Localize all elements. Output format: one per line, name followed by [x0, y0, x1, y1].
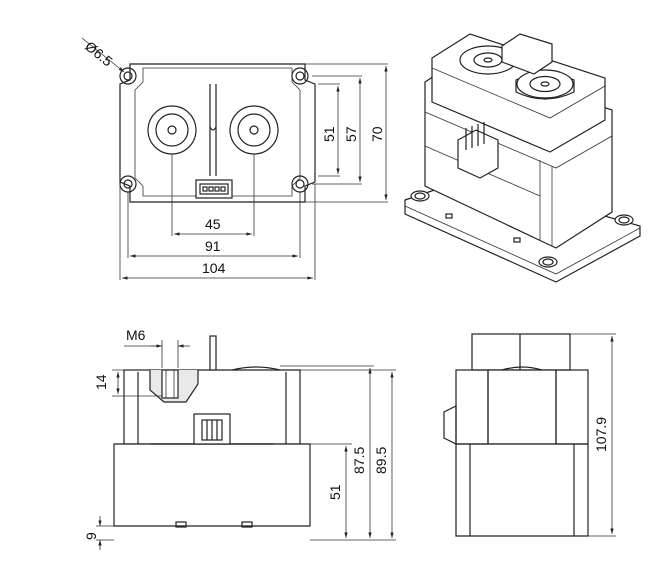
- dim-51: 51: [321, 126, 337, 142]
- hole-diameter-label: Ø6.5: [82, 38, 116, 70]
- front-connector: [193, 413, 231, 445]
- dim-104: 104: [202, 260, 226, 276]
- iso-connector: [457, 122, 499, 179]
- top-width-dims: 45 91 104: [119, 154, 316, 280]
- terminal-left: [147, 105, 197, 155]
- dim-89-5: 89.5: [373, 447, 389, 474]
- mounting-hole: [291, 67, 309, 85]
- top-height-dims: 51 57 70: [305, 63, 388, 203]
- dim-57: 57: [343, 126, 359, 142]
- connector: [195, 179, 233, 199]
- dim-45: 45: [205, 216, 221, 232]
- top-view: Ø6.5 51 57 70 45: [81, 37, 388, 280]
- dim-91: 91: [205, 238, 221, 254]
- dim-107-9: 107.9: [593, 417, 609, 452]
- side-view: 107.9: [443, 333, 616, 537]
- dim-9: 9: [83, 532, 99, 540]
- mounting-hole: [119, 67, 137, 85]
- front-view: M6 14 9 51 87.5 89.5: [83, 327, 396, 550]
- isometric-view: [404, 33, 641, 283]
- dim-87-5: 87.5: [351, 447, 367, 474]
- dim-51-front: 51: [327, 484, 343, 500]
- terminal-right: [229, 105, 279, 155]
- dim-14: 14: [93, 374, 109, 390]
- mounting-hole: [119, 175, 137, 193]
- thread-label: M6: [126, 327, 146, 343]
- dim-70: 70: [369, 126, 385, 142]
